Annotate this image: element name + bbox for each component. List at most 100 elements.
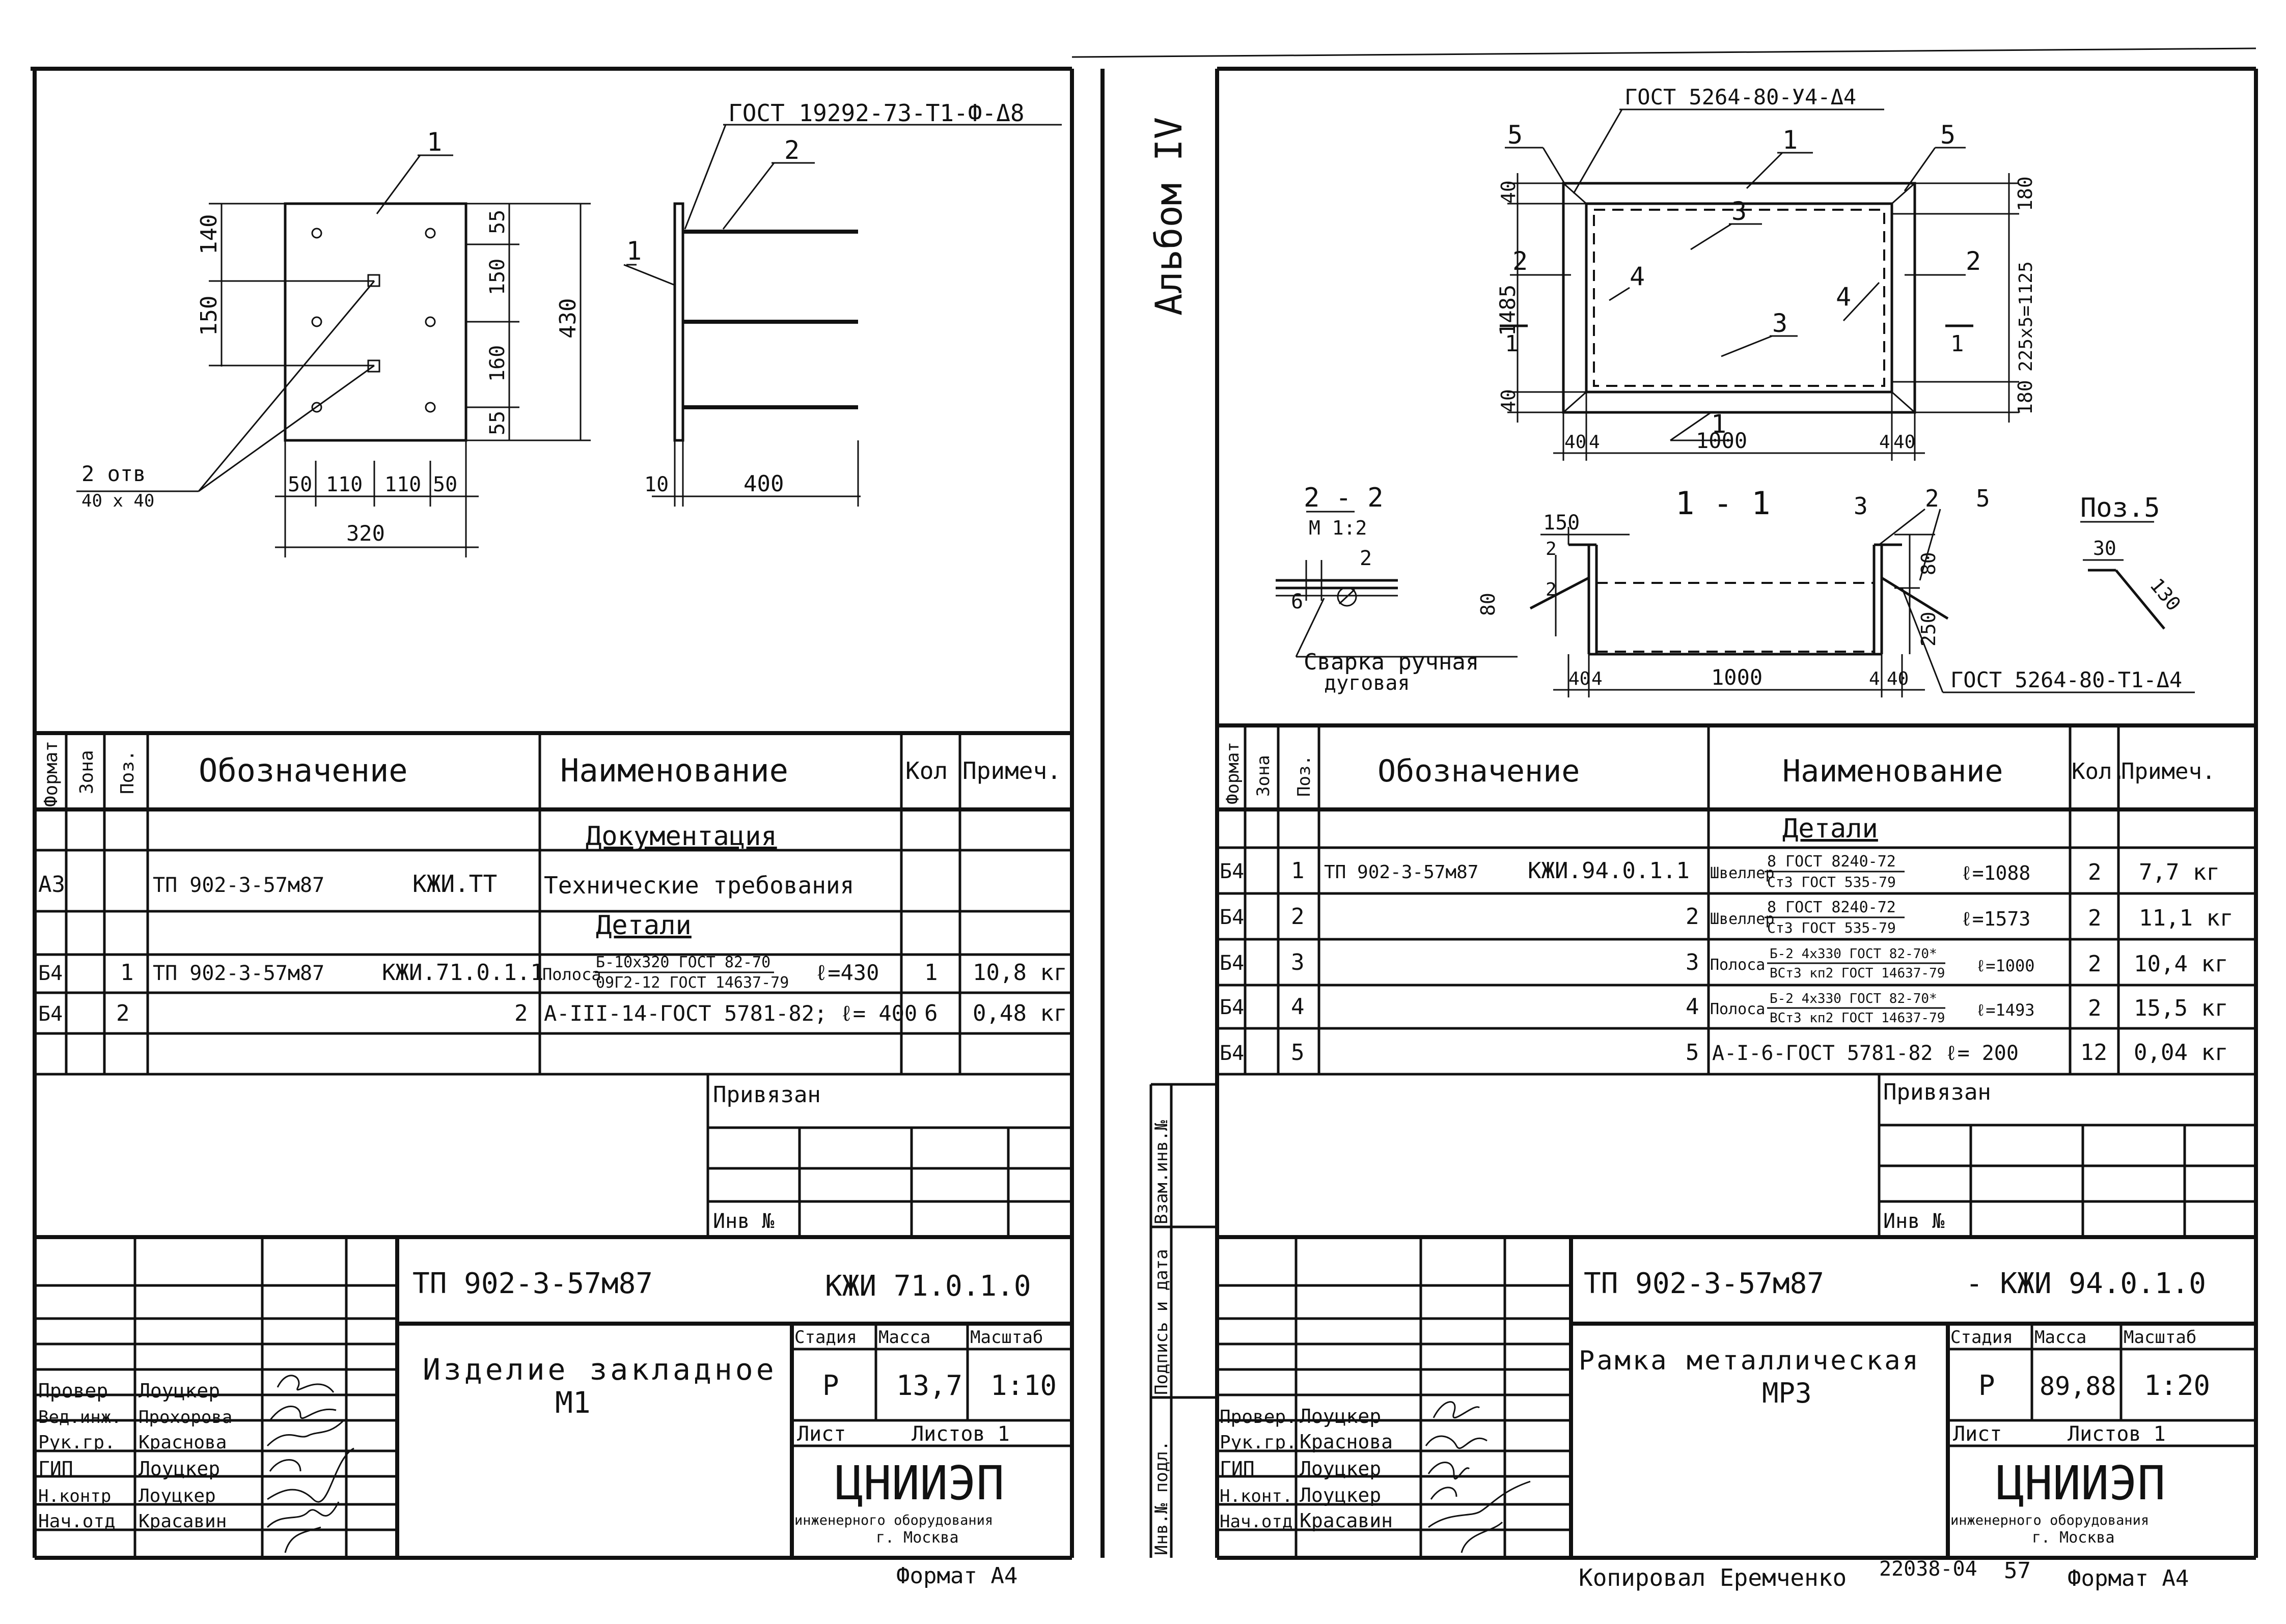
left-signatures — [266, 1375, 354, 1553]
left-dim-320: 320 — [346, 521, 385, 546]
left-signer-name-2: Прохорова — [139, 1407, 232, 1427]
right-h-note: Примеч. — [2121, 759, 2215, 785]
left-signer-role-3: Рук.гр. — [38, 1432, 116, 1453]
left-holes-1: 2 отв — [81, 461, 146, 486]
right-inv: Инв № — [1883, 1210, 1944, 1233]
left-mass: 13,7 — [896, 1369, 962, 1402]
left-r1-mark: КЖИ.ТТ — [412, 870, 497, 898]
right-sec11-1000b: 1000 — [1711, 665, 1762, 690]
right-sec11-p2: 2 — [1925, 485, 1939, 512]
left-r2-note: 10,8 кг — [973, 960, 1067, 986]
right-signer-role-4: Н.конт. — [1220, 1486, 1292, 1506]
right-h-zone: Зона — [1253, 755, 1274, 797]
right-r1-code: ТП 902-3-57м87 — [1324, 862, 1478, 883]
right-signer-role-3: ГИП — [1220, 1458, 1255, 1480]
right-row-4: Б4 4 4 Полоса Б-2 4х330 ГОСТ 82-70* ВСт3… — [1220, 991, 2228, 1026]
right-r4-format: Б4 — [1220, 996, 1244, 1019]
right-h-pos: Поз. — [1294, 755, 1314, 797]
right-h-format: Формат — [1223, 742, 1243, 804]
right-pos3b: 3 — [1772, 309, 1787, 338]
right-h-name: Наименование — [1782, 753, 2003, 789]
right-sec11-p3: 3 — [1854, 492, 1868, 520]
left-drawing-labels: ГОСТ 19292-73-Т1-Ф-Δ8 1 2 1 140 150 55 1… — [81, 99, 1025, 546]
left-signer-role-2: Вед.инж. — [38, 1407, 122, 1427]
left-h-format: Формат — [41, 741, 62, 807]
left-dim-150: 150 — [196, 296, 222, 336]
right-r2-name-bottom: Ст3 ГОСТ 535-79 — [1767, 919, 1896, 936]
right-weld-1: Сварка ручная — [1304, 649, 1479, 675]
right-sheet-label: Лист — [1953, 1422, 2002, 1446]
right-poz5-130: 130 — [2145, 574, 2185, 615]
left-title-grid — [35, 1073, 1073, 1558]
right-r4-mark: 4 — [1686, 994, 1699, 1020]
right-r2-mark: 2 — [1686, 904, 1699, 930]
left-r2-format: Б4 — [38, 962, 63, 985]
right-r3-qty: 2 — [2088, 951, 2102, 977]
right-r2-length: ℓ=1573 — [1961, 908, 2030, 930]
left-r2-length: ℓ=430 — [815, 960, 879, 985]
left-sheets-label: Листов 1 — [912, 1422, 1010, 1446]
sheet-frames — [31, 47, 2258, 1560]
right-signer-name-4: Лоуцкер — [1300, 1484, 1381, 1506]
right-r4-pos: 4 — [1291, 994, 1305, 1020]
left-doc-mark: КЖИ 71.0.1.0 — [825, 1270, 1031, 1303]
right-r3-pos: 3 — [1291, 949, 1305, 975]
left-r2-qty: 1 — [924, 960, 938, 986]
right-signer-name-1: Лоуцкер — [1300, 1405, 1381, 1427]
left-doc-code: ТП 902-3-57м87 — [412, 1267, 653, 1300]
right-dim-180a: 180 — [2014, 176, 2036, 211]
right-r1-format: Б4 — [1220, 860, 1244, 883]
left-r2-name-bottom: 09Г2-12 ГОСТ 14637-79 — [596, 974, 789, 992]
right-r5-pos: 5 — [1291, 1040, 1305, 1066]
right-r4-note: 15,5 кг — [2134, 995, 2228, 1021]
left-r1-format: А3 — [38, 872, 65, 898]
right-sec22: 2 - 2 — [1304, 483, 1384, 513]
right-r2-qty: 2 — [2088, 905, 2102, 931]
right-dim-4a: 4 — [1589, 432, 1600, 453]
right-pos4a: 4 — [1630, 262, 1645, 291]
left-scale: 1:10 — [990, 1369, 1057, 1402]
left-pos1-side: 1 — [626, 236, 642, 266]
right-format-label: Формат А4 — [2068, 1565, 2189, 1591]
left-inv: Инв № — [713, 1210, 774, 1233]
right-sec22-6: 6 — [1291, 590, 1303, 613]
right-poz5-30: 30 — [2093, 537, 2116, 559]
right-r4-length: ℓ=1493 — [1976, 1000, 2035, 1020]
right-cut1-left: 1 — [1505, 331, 1519, 357]
right-r1-pos: 1 — [1291, 858, 1305, 884]
right-dim-1485: 1485 — [1495, 285, 1520, 336]
copied-by: Копировал Еремченко — [1579, 1564, 1847, 1591]
right-sec11-2a: 2 — [1546, 539, 1557, 559]
left-section-parts: Детали — [596, 910, 692, 941]
right-row-3: Б4 3 3 Полоса Б-2 4х330 ГОСТ 82-70* ВСт3… — [1220, 946, 2228, 981]
left-signer-name-6: Красавин — [139, 1511, 227, 1532]
right-dim-40a: 40 — [1497, 180, 1520, 204]
right-sec11-p5: 5 — [1976, 485, 1990, 512]
right-r3-name: Полоса — [1710, 956, 1765, 974]
right-mass: 89,88 — [2040, 1371, 2116, 1401]
left-r3-name: А-III-14-ГОСТ 5781-82; ℓ= 400 — [544, 1001, 917, 1026]
right-cut1-right: 1 — [1950, 331, 1964, 357]
left-dim-140: 140 — [196, 214, 222, 255]
right-dim-40c: 40 — [1564, 432, 1586, 453]
right-pos5a: 5 — [1507, 120, 1523, 150]
right-pos3a: 3 — [1731, 197, 1747, 226]
left-holes-2: 40 х 40 — [81, 491, 154, 511]
right-sec11-40f: 40 — [1887, 668, 1909, 689]
right-sec22-2: 2 — [1360, 547, 1372, 570]
right-title-text: Привязан Инв № ТП 902-3-57м87 - КЖИ 94.0… — [1220, 1079, 2210, 1591]
left-r2-mark: КЖИ.71.0.1.1 — [382, 960, 544, 986]
left-h-zone: Зона — [76, 750, 97, 794]
left-r3-pos: 2 — [116, 1000, 130, 1026]
side-label-vzam: Взам.инв.№ — [1151, 1120, 1172, 1224]
right-signer-role-1: Провер. — [1220, 1407, 1297, 1427]
right-doc-code: ТП 902-3-57м87 — [1584, 1267, 1824, 1300]
right-r2-name: Швеллер — [1710, 910, 1774, 928]
left-section-docs: Документация — [586, 821, 777, 852]
right-pos2b: 2 — [1966, 246, 1981, 276]
right-org: ЦНИИЭП — [1996, 1456, 2165, 1510]
right-r5-format: Б4 — [1220, 1042, 1244, 1065]
left-dim-50a: 50 — [288, 473, 312, 496]
right-r2-name-top: 8 ГОСТ 8240-72 — [1767, 899, 1896, 916]
